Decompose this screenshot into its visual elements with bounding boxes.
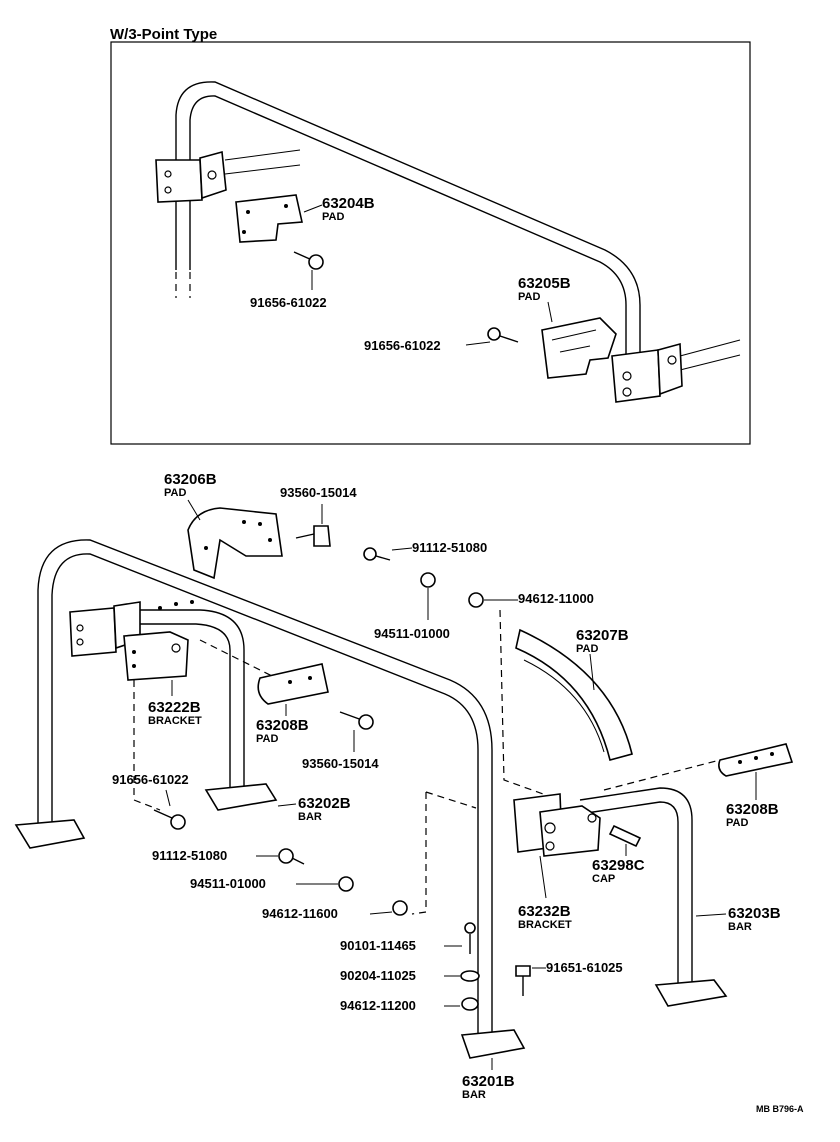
bar-63201b	[14, 539, 526, 1059]
inset-right-bracket	[611, 342, 683, 403]
label-63208b-right: 63208B	[726, 801, 779, 818]
label-63232b-sub: BRACKET	[518, 919, 572, 931]
label-screw-93560-middle: 93560-15014	[302, 756, 379, 771]
label-nut-94511-top: 94511-01000	[374, 626, 450, 641]
label-63207b-sub: PAD	[576, 643, 598, 655]
screw-93560-middle	[339, 711, 374, 730]
inset-frame	[110, 41, 751, 445]
label-63205b: 63205B	[518, 275, 571, 292]
inset-left-bracket	[155, 150, 227, 203]
washer-94612-lower	[392, 900, 408, 916]
inset-bolt-2	[487, 327, 519, 343]
label-63208b-right-sub: PAD	[726, 817, 748, 829]
pad-63208b-left	[257, 663, 329, 705]
label-bolt-91112-lower: 91112-51080	[152, 848, 227, 863]
inset-roll-bar	[175, 81, 741, 372]
pad-63207b	[515, 628, 633, 761]
label-63205b-sub: PAD	[518, 291, 540, 303]
cap-63298c	[608, 824, 642, 848]
label-bolt-90101: 90101-11465	[340, 938, 416, 953]
label-63208b-left-sub: PAD	[256, 733, 278, 745]
pad-63208b-right	[718, 743, 794, 777]
label-screw-93560-top: 93560-15014	[280, 485, 357, 500]
nut-94511-lower	[338, 876, 354, 892]
label-nut-94511-lower: 94511-01000	[190, 876, 266, 891]
label-63204b: 63204B	[322, 195, 375, 212]
label-washer-90204: 90204-11025	[340, 968, 416, 983]
label-63222b: 63222B	[148, 699, 201, 716]
bolt-91651	[515, 965, 531, 996]
dash-washer-bottom	[411, 791, 477, 915]
washer-94612-bottom	[461, 997, 479, 1011]
bolt-91656-lower	[153, 809, 186, 830]
dash-bracket-left	[133, 680, 161, 811]
dash-pad-right	[603, 759, 721, 791]
label-63202b-sub: BAR	[298, 811, 322, 823]
pad-63204b	[235, 194, 303, 243]
bolt-91112-top	[363, 547, 391, 561]
label-63222b-sub: BRACKET	[148, 715, 202, 727]
label-63201b: 63201B	[462, 1073, 515, 1090]
pad-63206b	[187, 507, 283, 580]
bolt-91112-lower	[278, 848, 305, 865]
label-63202b: 63202B	[298, 795, 351, 812]
washer-94612-top	[468, 592, 484, 608]
label-63203b-sub: BAR	[728, 921, 752, 933]
label-63206b: 63206B	[164, 471, 217, 488]
figure-code: MB B796-A	[756, 1104, 804, 1114]
label-bolt-91656-lower: 91656-61022	[112, 772, 189, 787]
label-63204b-sub: PAD	[322, 211, 344, 223]
inset-bolt-1	[293, 251, 324, 270]
pad-63205b	[541, 317, 617, 379]
main-assembly: 63222B BRACKET 63206B PAD 93560-15014 91…	[14, 471, 794, 1101]
label-washer-94612-top: 94612-11000	[518, 591, 594, 606]
bracket-63232b	[513, 793, 601, 857]
inset-title: W/3-Point Type	[110, 26, 217, 43]
dash-pad-left	[199, 639, 301, 691]
label-63298c-sub: CAP	[592, 873, 615, 885]
label-washer-94612-lower: 94612-11600	[262, 906, 338, 921]
bracket-63222b	[123, 631, 189, 681]
label-bolt-91651: 91651-61025	[546, 960, 623, 975]
label-inset-bolt-2: 91656-61022	[364, 338, 441, 353]
nut-94511-top	[420, 572, 436, 588]
label-63207b: 63207B	[576, 627, 629, 644]
label-63208b-left: 63208B	[256, 717, 309, 734]
label-washer-94612-bottom: 94612-11200	[340, 998, 416, 1013]
bar-63202b	[100, 609, 278, 811]
inset-panel: W/3-Point Type 63204B PAD	[110, 26, 751, 445]
label-inset-bolt-1: 91656-61022	[250, 295, 327, 310]
screw-93560-top	[295, 525, 331, 547]
label-63201b-sub: BAR	[462, 1089, 486, 1101]
label-bolt-91112-top: 91112-51080	[412, 540, 487, 555]
bolt-90101	[464, 922, 476, 954]
dash-washer-right	[499, 609, 561, 801]
label-63232b: 63232B	[518, 903, 571, 920]
label-63298c: 63298C	[592, 857, 645, 874]
label-63206b-sub: PAD	[164, 487, 186, 499]
washer-90204	[460, 970, 480, 982]
label-63203b: 63203B	[728, 905, 781, 922]
bar-63203b	[579, 787, 728, 1007]
